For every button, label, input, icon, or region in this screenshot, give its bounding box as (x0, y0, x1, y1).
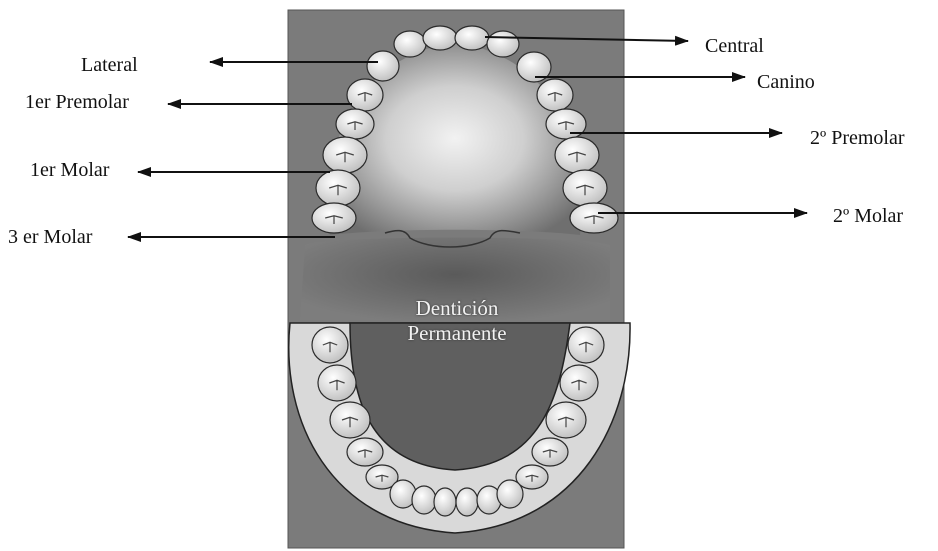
center-label-line-2: Permanente (392, 321, 522, 346)
label-canino: Canino (757, 72, 815, 92)
upper-front-tooth (487, 31, 519, 57)
upper-front-tooth (367, 51, 399, 81)
upper-front-tooth (455, 26, 489, 50)
label-premolar-2: 2º Premolar (810, 128, 905, 148)
center-label-line-1: Dentición (392, 296, 522, 321)
upper-front-tooth (394, 31, 426, 57)
label-premolar-1: 1er Premolar (25, 92, 129, 112)
label-central: Central (705, 36, 764, 56)
label-molar-3: 3 er Molar (8, 227, 92, 247)
lower-front-tooth (434, 488, 456, 516)
label-lateral: Lateral (81, 55, 138, 75)
label-molar-1: 1er Molar (30, 160, 109, 180)
lower-front-tooth (456, 488, 478, 516)
label-molar-2: 2º Molar (833, 206, 903, 226)
lower-front-tooth (497, 480, 523, 508)
upper-front-tooth (423, 26, 457, 50)
lower-front-tooth (412, 486, 436, 514)
label-denticion-permanente: Dentición Permanente (392, 296, 522, 346)
